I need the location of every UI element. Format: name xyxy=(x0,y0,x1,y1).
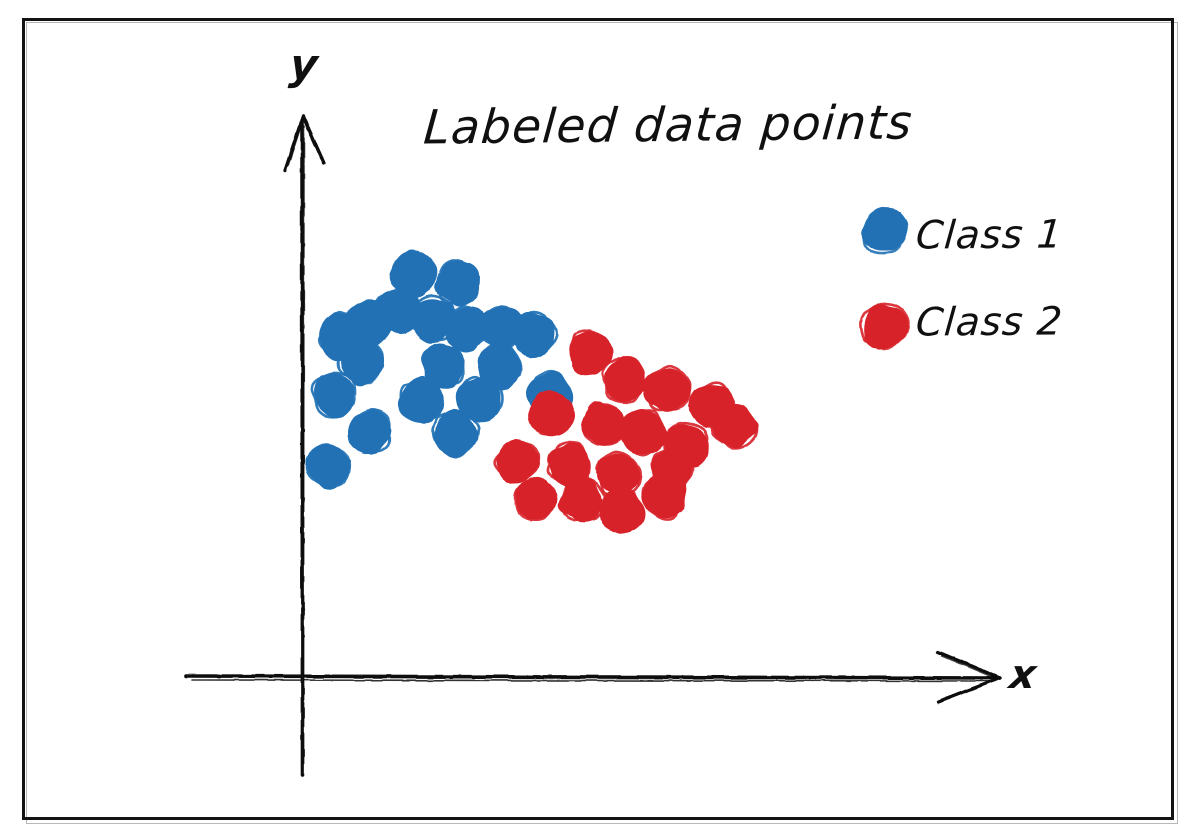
scatter-point xyxy=(455,377,501,423)
legend-swatch-outline xyxy=(859,302,910,351)
scatter-point xyxy=(375,288,421,335)
scatter-point xyxy=(596,453,641,497)
scatter-point xyxy=(513,311,555,359)
scatter-point xyxy=(604,355,646,402)
scatter-points-class-1 xyxy=(305,249,574,491)
legend-swatch xyxy=(861,207,909,251)
scatter-point xyxy=(477,344,522,391)
legend-label-class-2: Class 2 xyxy=(914,299,1065,346)
scatter-point xyxy=(712,403,759,449)
scatter-point xyxy=(305,443,351,491)
scatter-point xyxy=(434,260,480,307)
figure-frame xyxy=(22,18,1174,820)
scatter-point xyxy=(411,299,456,344)
scatter-point xyxy=(599,488,646,534)
scatter-point xyxy=(444,307,490,353)
scatter-point xyxy=(496,439,540,484)
scatter-point xyxy=(340,338,385,387)
y-axis xyxy=(283,114,326,777)
scatter-point xyxy=(641,471,687,518)
legend-label-class-1: Class 1 xyxy=(914,212,1065,259)
legend-swatch xyxy=(864,303,909,350)
scatter-point xyxy=(421,343,465,389)
x-axis xyxy=(184,650,1002,704)
scatter-point xyxy=(314,373,355,419)
scatter-point xyxy=(347,409,392,455)
scatter-point xyxy=(389,249,438,298)
scatter-point xyxy=(569,331,614,376)
y-axis-label: y xyxy=(287,40,320,89)
scatter-point xyxy=(528,390,576,437)
scatter-point xyxy=(558,476,602,523)
scatter-point xyxy=(642,368,691,412)
scatter-point xyxy=(433,408,479,458)
scatter-point xyxy=(581,401,625,446)
chart-title: Labeled data points xyxy=(421,95,915,156)
scatter-point xyxy=(619,408,668,455)
scatter-point xyxy=(397,376,445,424)
scatter-point xyxy=(514,476,558,520)
legend-markers xyxy=(859,207,910,351)
scatter-points-class-2 xyxy=(493,329,759,534)
